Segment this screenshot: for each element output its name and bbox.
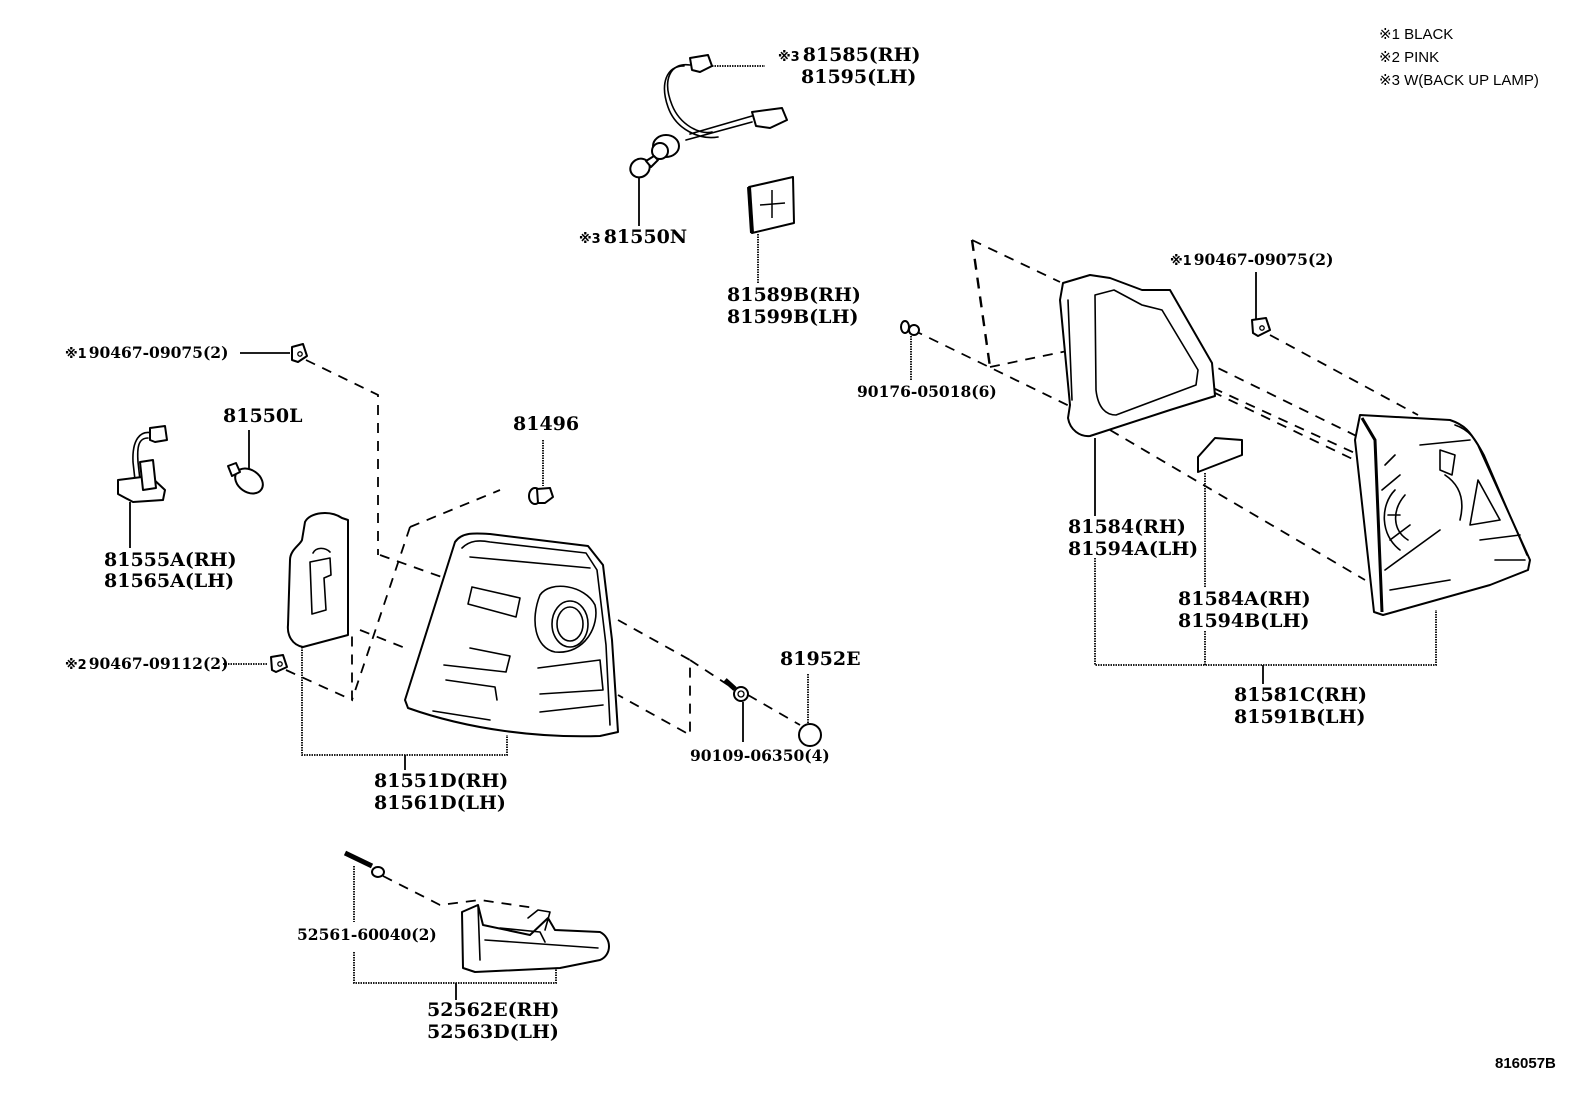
label-label-plate-lh[interactable]: 81599B(LH) [727, 306, 858, 328]
gasket[interactable] [1059, 274, 1216, 438]
bracket-lens-housing [1094, 558, 1437, 666]
clip-left-black[interactable] [291, 343, 308, 363]
guide-line-clip-right [1269, 334, 1419, 416]
label-gasket-rh[interactable]: 81584(RH) [1068, 516, 1186, 538]
clip-left-pink[interactable] [270, 654, 288, 673]
rear-lamp-assy[interactable] [404, 532, 619, 738]
label-screw-mudguard[interactable]: 52561-60040(2) [297, 925, 437, 944]
label-pad-lh[interactable]: 81594B(LH) [1178, 610, 1309, 632]
clip-right-black[interactable] [1251, 317, 1271, 337]
label-socket-wire-upper-lh[interactable]: 81595(LH) [801, 66, 916, 88]
label-pad-rh[interactable]: 81584A(RH) [1178, 588, 1311, 610]
lens-housing-assy[interactable] [1354, 414, 1531, 616]
guide-line-frame [351, 526, 411, 701]
guide-line-mudguard [382, 875, 536, 909]
legend-item-2: ※2 PINK [1379, 49, 1439, 66]
label-plate[interactable] [747, 176, 795, 234]
label-bulb-left[interactable]: 81550L [223, 405, 302, 427]
label-screw-right[interactable]: 90176-05018(6) [857, 382, 997, 401]
guide-line-cushion [409, 489, 501, 528]
label-socket-wire-left-lh[interactable]: 81565A(LH) [104, 570, 234, 592]
socket-wire-upper[interactable] [651, 54, 788, 160]
guide-line-lower-right [1109, 429, 1366, 581]
screw-lamp[interactable] [723, 678, 749, 702]
label-cap[interactable]: 81952E [780, 648, 861, 670]
label-lens-housing-rh[interactable]: 81581C(RH) [1234, 684, 1367, 706]
legend-item-3: ※3 W(BACK UP LAMP) [1379, 72, 1539, 89]
legend-item-1: ※1 BLACK [1379, 26, 1453, 43]
label-rear-lamp-lh[interactable]: 81561D(LH) [374, 792, 506, 814]
label-screw-lamp[interactable]: 90109-06350(4) [690, 746, 830, 765]
label-rear-lamp-rh[interactable]: 81551D(RH) [374, 770, 508, 792]
label-lens-housing-lh[interactable]: 81591B(LH) [1234, 706, 1365, 728]
guide-line-screw-right [912, 329, 1099, 421]
screw-mudguard[interactable] [343, 850, 385, 878]
pad[interactable] [1197, 437, 1243, 473]
guide-line-upper [379, 554, 451, 581]
mudguard-bracket[interactable] [461, 904, 610, 973]
cushion[interactable] [528, 487, 554, 505]
bulb-upper[interactable] [627, 155, 659, 181]
label-mudguard-rh[interactable]: 52562E(RH) [427, 999, 559, 1021]
bracket-mudguard [353, 952, 557, 984]
label-gasket-lh[interactable]: 81594A(LH) [1068, 538, 1198, 560]
rear-lamp-inner-cover[interactable] [286, 512, 349, 648]
label-cushion[interactable]: 81496 [513, 413, 579, 435]
legend: ※1 BLACK ※2 PINK ※3 W(BACK UP LAMP) [1379, 26, 1539, 89]
guide-line-vertical-right [970, 239, 992, 368]
bulb-left[interactable] [227, 462, 268, 499]
guide-line-cap [747, 694, 801, 726]
guide-line-lower [359, 629, 411, 651]
guide-line-top-right [971, 239, 1061, 283]
guide-line-clip-left [305, 359, 379, 555]
label-mudguard-lh[interactable]: 52563D(LH) [427, 1021, 559, 1043]
drawing-code: 816057B [1495, 1055, 1556, 1072]
guide-line-screw [689, 659, 729, 686]
label-socket-wire-left-rh[interactable]: 81555A(RH) [104, 549, 237, 571]
screw-right[interactable] [900, 320, 920, 336]
cap[interactable] [798, 723, 822, 747]
guide-line-screw-frame [617, 619, 691, 737]
label-label-plate-rh[interactable]: 81589B(RH) [727, 284, 861, 306]
socket-wire-left[interactable] [117, 425, 168, 503]
